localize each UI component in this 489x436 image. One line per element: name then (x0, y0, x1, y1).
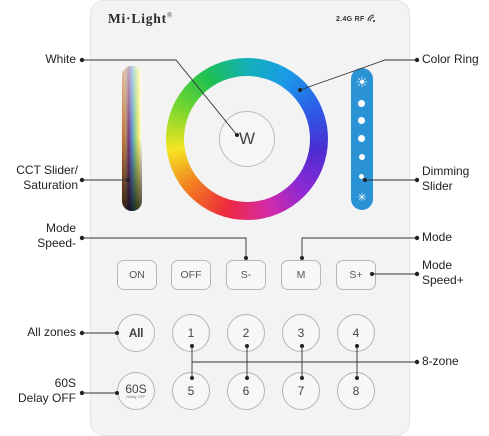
label-cct-line1: CCT Slider/ (16, 163, 78, 177)
leader-speed-minus (82, 237, 247, 258)
label-delay: 60S Delay OFF (18, 376, 76, 406)
delay-off-button[interactable]: 60S Delay OFF (117, 372, 155, 410)
label-mode-speed-plus-line1: Mode (422, 258, 453, 272)
speed-plus-button[interactable]: S+ (336, 260, 376, 290)
dimming-dot (358, 135, 365, 142)
label-white: White (45, 52, 76, 66)
dimming-dot (358, 154, 365, 160)
on-button[interactable]: ON (117, 260, 157, 290)
zone-3-button[interactable]: 3 (282, 314, 320, 352)
rf-label: 2.4G RF (336, 16, 365, 23)
label-all-zones: All zones (27, 325, 76, 339)
label-dimming: Dimming Slider (422, 164, 469, 194)
sun-dim-icon: ✳ (357, 192, 367, 204)
leader-color-ring (299, 59, 417, 91)
rf-badge: 2.4G RF (336, 14, 377, 23)
brand-logo: Mi·Light® (108, 11, 173, 27)
registered-mark: ® (166, 11, 174, 20)
dimming-dot (358, 100, 365, 107)
white-button[interactable]: W (219, 111, 275, 167)
label-8-zone: 8-zone (422, 354, 459, 368)
dimming-dot (359, 174, 364, 179)
label-delay-line2: Delay OFF (17, 391, 76, 405)
speed-minus-button[interactable]: S- (226, 260, 266, 290)
label-dimming-line1: Dimming (422, 164, 470, 178)
label-delay-line1: 60S (54, 376, 76, 390)
brand-name: Mi·Light (108, 11, 167, 26)
leader-white (82, 59, 238, 136)
label-cct: CCT Slider/ Saturation (16, 163, 78, 193)
label-mode-speed-minus: Mode Speed- (37, 221, 76, 251)
wifi-signal-icon (367, 14, 375, 22)
zone-6-button[interactable]: 6 (227, 372, 265, 410)
label-mode: Mode (422, 230, 453, 244)
off-button[interactable]: OFF (171, 260, 211, 290)
dimming-dot (358, 117, 365, 124)
label-dimming-line2: Slider (422, 179, 453, 193)
label-cct-line2: Saturation (23, 178, 78, 192)
cct-saturation-slider[interactable] (122, 66, 142, 211)
label-mode-speed-plus: Mode Speed+ (422, 258, 464, 288)
label-mode-speed-plus-line2: Speed+ (422, 273, 464, 287)
delay-off-sub-label: Delay OFF (126, 394, 146, 399)
label-color-ring: Color Ring (422, 52, 479, 66)
leader-mode (301, 237, 417, 258)
mode-button[interactable]: M (281, 260, 321, 290)
label-mode-speed-minus-line1: Mode (45, 221, 76, 235)
delay-off-main-label: 60S (125, 382, 147, 396)
label-mode-speed-minus-line2: Speed- (37, 236, 76, 250)
sun-bright-icon: ☀ (355, 74, 369, 90)
